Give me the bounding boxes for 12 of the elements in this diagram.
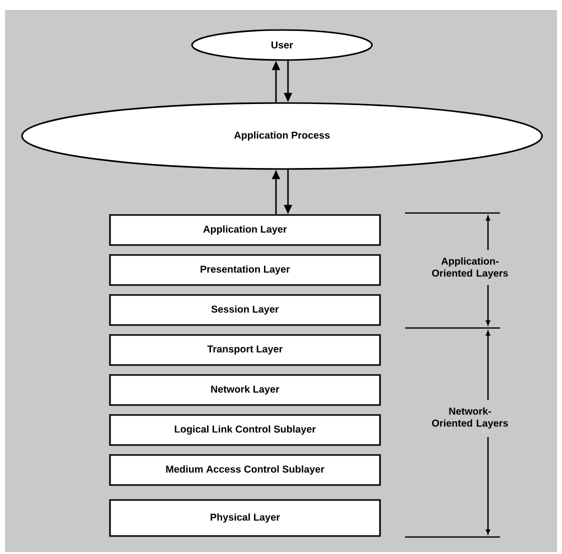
bracket-label: Network-Oriented Layers: [432, 407, 508, 429]
layer-box: Logical Link Control Sublayer: [109, 414, 381, 446]
ellipse-node: Application Process: [21, 102, 543, 170]
layer-box: Network Layer: [109, 374, 381, 406]
layer-box: Medium Access Control Sublayer: [109, 454, 381, 486]
layer-box: Physical Layer: [109, 499, 381, 537]
layer-box: Application Layer: [109, 214, 381, 246]
layer-box: Transport Layer: [109, 334, 381, 366]
layer-box: Presentation Layer: [109, 254, 381, 286]
bracket-label: Application-Oriented Layers: [432, 257, 508, 279]
layer-box: Session Layer: [109, 294, 381, 326]
ellipse-node: User: [191, 29, 373, 61]
